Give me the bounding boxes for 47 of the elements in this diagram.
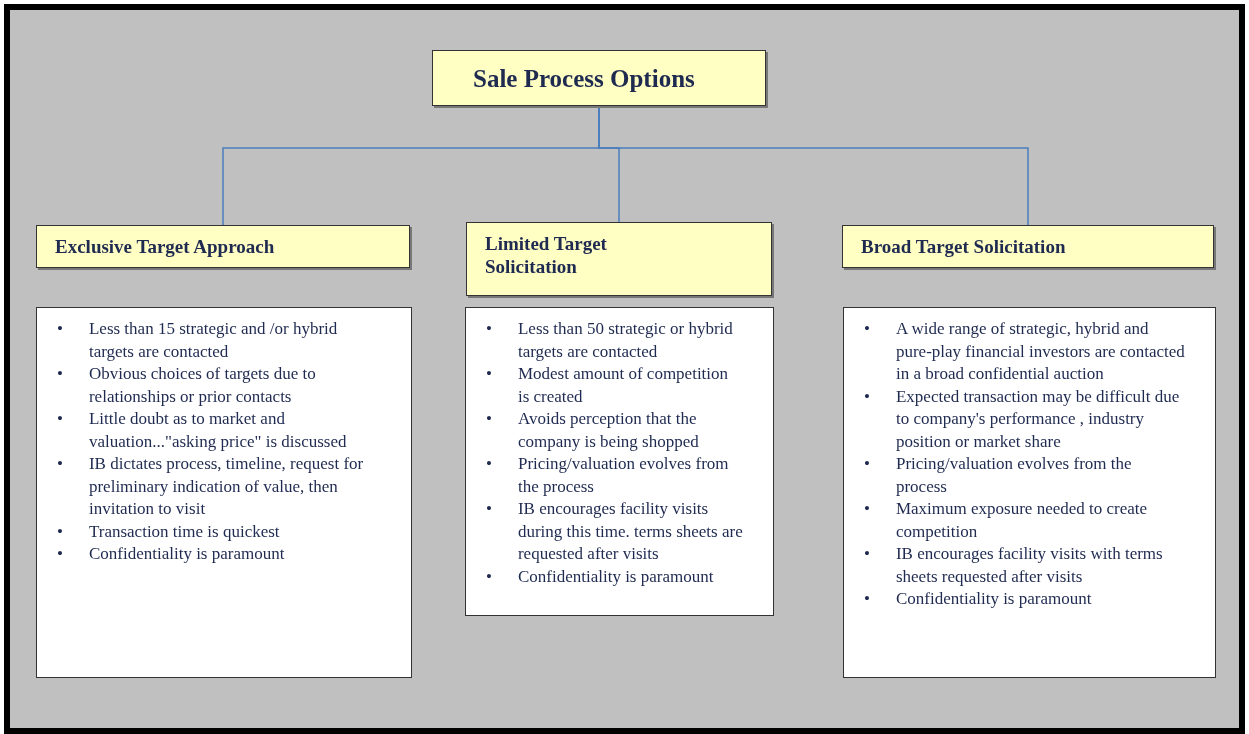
bullet-text: Confidentiality is paramount (88, 543, 286, 565)
option-header (466, 222, 772, 296)
bullet-marker: • (486, 318, 492, 340)
bullet-text: IB encourages facility visits with terms sheets requested after visits (895, 543, 1164, 588)
bullet-text: Modest amount of competition is created (517, 363, 730, 408)
bullet-marker: • (486, 565, 492, 588)
bullet-list-box (36, 307, 412, 678)
bullet-marker: • (864, 453, 870, 475)
option-header (842, 225, 1214, 268)
bullet-text: Pricing/valuation evolves from the process (517, 453, 730, 498)
bullet-text: Maximum exposure needed to create competition (895, 498, 1149, 543)
title-box (432, 50, 766, 106)
bullet-marker: • (864, 385, 870, 408)
bullet-marker: • (57, 318, 63, 340)
bullet-marker: • (864, 498, 870, 520)
bullet-marker: • (864, 543, 870, 565)
bullet-text: Confidentiality is paramount (895, 588, 1093, 610)
bullet-marker: • (486, 498, 492, 520)
bullet-marker: • (486, 363, 492, 385)
bullet-text: Little doubt as to market and valuation..."asking price" is discussed (88, 408, 348, 453)
bullet-text: Expected transaction may be difficult due to company's performance , industry position or market share (895, 385, 1181, 453)
bullet-marker: • (864, 318, 870, 340)
header-text: Limited Target Solicitation (485, 232, 608, 278)
bullet-marker: • (57, 408, 63, 430)
bullet-text: Less than 50 strategic or hybrid targets are contacted (517, 318, 734, 363)
title-text: Sale Process Options (473, 65, 695, 93)
header-text: Exclusive Target Approach (55, 235, 275, 258)
bullet-marker: • (486, 408, 492, 430)
bullet-text: Pricing/valuation evolves from the process (895, 453, 1133, 498)
bullet-marker: • (57, 453, 63, 475)
bullet-text: Confidentiality is paramount (517, 565, 715, 588)
bullet-text: Transaction time is quickest (88, 520, 281, 543)
bullet-text: IB dictates process, timeline, request for preliminary indication of value, then invitation to visit (88, 453, 365, 520)
bullet-text: A wide range of strategic, hybrid and pure-play financial investors are contacted in a broad confidential auction (895, 318, 1186, 385)
bullet-text: Less than 15 strategic and /or hybrid targets are contacted (88, 318, 339, 363)
bullet-marker: • (864, 588, 870, 610)
bullet-marker: • (57, 520, 63, 543)
bullet-text: Avoids perception that the company is being shopped (517, 408, 700, 453)
bullet-text: IB encourages facility visits during this time. terms sheets are requested after visits (517, 498, 744, 565)
bullet-marker: • (57, 543, 63, 565)
bullet-list-box (465, 307, 774, 616)
bullet-marker: • (57, 363, 63, 385)
bullet-marker: • (486, 453, 492, 475)
bullet-list-box (843, 307, 1216, 678)
option-header (36, 225, 410, 268)
bullet-text: Obvious choices of targets due to relationships or prior contacts (88, 363, 317, 408)
header-text: Broad Target Solicitation (861, 235, 1066, 258)
